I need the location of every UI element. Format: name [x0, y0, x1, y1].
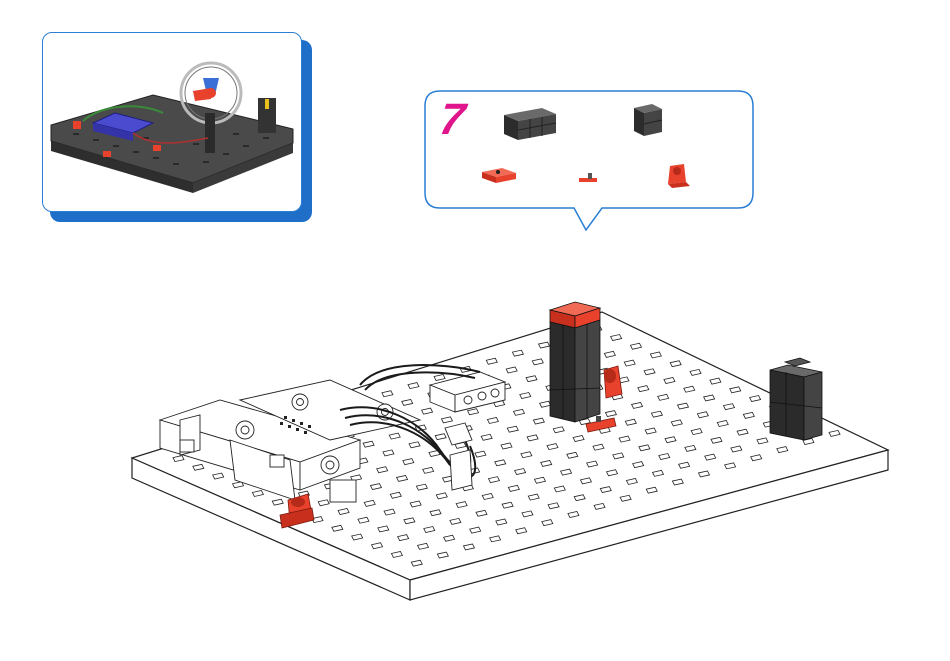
assembly-illustration — [120, 290, 900, 610]
preview-model-image — [43, 33, 301, 211]
dark-tower-red-cap — [550, 302, 600, 422]
preview-card — [42, 32, 302, 212]
parts-callout — [424, 90, 754, 235]
dark-block-stack-right — [770, 358, 822, 440]
part-dark-block-single — [634, 104, 662, 136]
preview-card-frame — [42, 32, 302, 212]
